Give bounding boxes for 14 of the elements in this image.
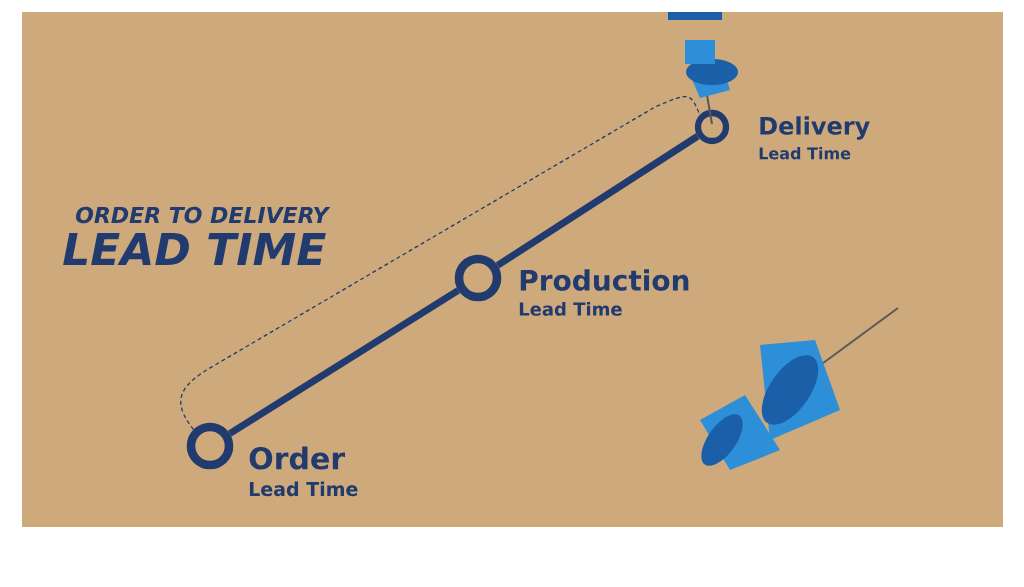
milestone-label: Lead Time bbox=[519, 301, 622, 316]
circle-marker bbox=[186, 422, 234, 470]
connector-line bbox=[227, 287, 461, 437]
milestone-label: Production bbox=[520, 269, 689, 291]
heading-text: ORDER TO DELIVERY bbox=[76, 206, 331, 224]
circle-marker bbox=[454, 254, 502, 302]
milestone-label: Lead Time bbox=[249, 481, 358, 497]
circle-marker bbox=[694, 109, 730, 145]
milestone-label: Delivery bbox=[760, 116, 870, 140]
heading-text: LEAD TIME bbox=[63, 232, 326, 266]
milestone-label: Order bbox=[249, 446, 346, 470]
milestone-label: Lead Time bbox=[759, 147, 851, 160]
connector-line bbox=[180, 95, 701, 431]
connector-line bbox=[495, 133, 700, 269]
